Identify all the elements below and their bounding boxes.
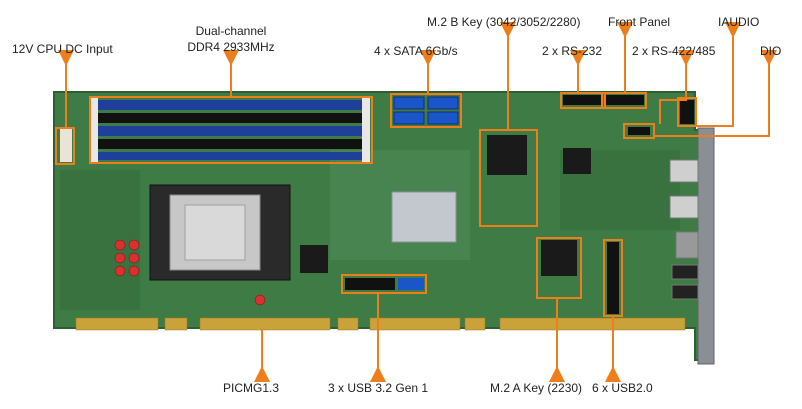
label-iaudio: IAUDIO	[718, 15, 760, 29]
label-m2b: M.2 B Key (3042/3052/2280)	[427, 15, 581, 29]
gold-edge-fingers	[75, 317, 686, 331]
capacitors	[114, 239, 266, 306]
chipset-heatsink	[391, 191, 457, 243]
rear-io-ports	[669, 159, 699, 300]
label-rs422: 2 x RS-422/485	[632, 44, 716, 58]
label-ddr4-line2: DDR4 2933MHz	[187, 40, 275, 54]
box-rs232	[560, 92, 606, 109]
arrow-dio	[654, 50, 777, 137]
board-chips	[300, 135, 591, 276]
label-picmg: PICMG1.3	[223, 381, 280, 395]
label-usb20: 6 x USB2.0	[592, 381, 653, 395]
rear-io-bracket	[697, 127, 715, 365]
arrow-rs422	[659, 50, 694, 124]
pin-headers	[60, 95, 694, 314]
usb32-headers	[345, 278, 424, 290]
box-rs422	[623, 123, 655, 139]
label-sata: 4 x SATA 6Gb/s	[374, 44, 458, 58]
box-sata	[390, 93, 462, 128]
label-ddr4-line1: Dual-channel	[195, 24, 267, 38]
label-usb32: 3 x USB 3.2 Gen 1	[328, 381, 429, 395]
cpu-socket	[149, 184, 291, 281]
dimm-slots	[90, 98, 370, 162]
arrow-iaudio	[696, 22, 741, 127]
box-m2a	[536, 237, 582, 299]
label-cpu-dc: 12V CPU DC Input	[12, 42, 113, 56]
label-m2a: M.2 A Key (2230)	[490, 381, 583, 395]
box-usb32	[341, 274, 427, 294]
label-rs232: 2 x RS-232	[542, 44, 603, 58]
label-front-panel: Front Panel	[608, 15, 671, 29]
sata-connectors	[393, 96, 459, 125]
label-dio: DIO	[760, 44, 782, 58]
